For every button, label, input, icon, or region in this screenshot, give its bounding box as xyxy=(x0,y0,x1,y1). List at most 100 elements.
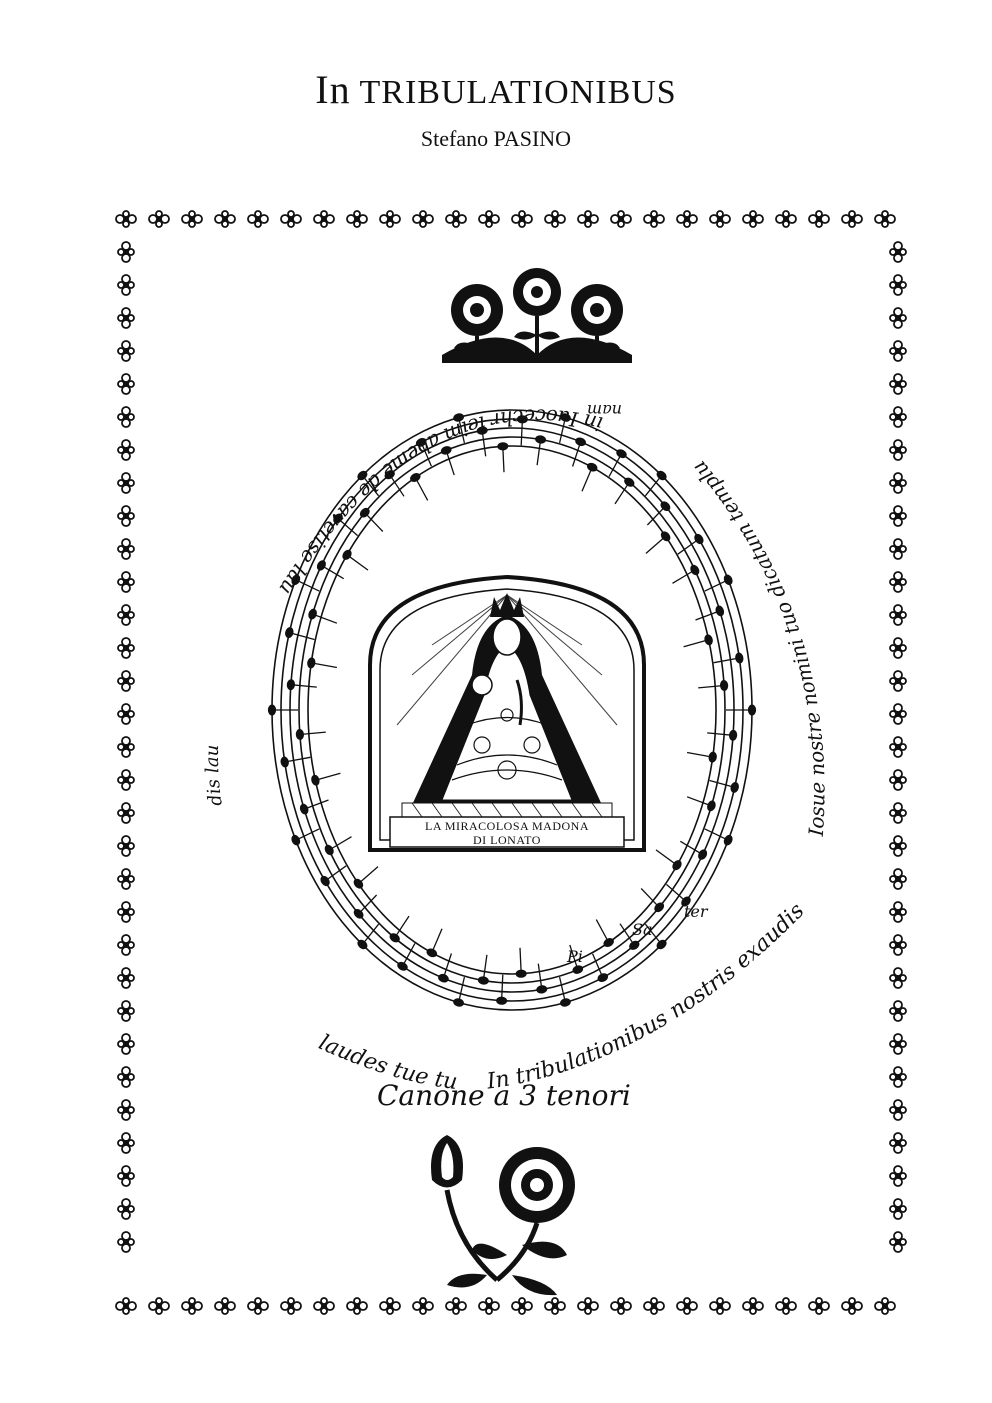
note-stem xyxy=(519,947,522,974)
composer-name: Stefano PASINO xyxy=(420,126,572,151)
fleuron-icon xyxy=(511,210,533,228)
note-stem xyxy=(645,535,667,554)
note-stem xyxy=(457,417,466,444)
fleuron-icon xyxy=(117,604,135,626)
fleuron-icon xyxy=(577,1297,599,1315)
note-stem xyxy=(337,518,359,537)
syllable-sa: Sa xyxy=(632,920,653,939)
fleuron-icon xyxy=(280,1297,302,1315)
fleuron-icon xyxy=(247,1297,269,1315)
fleuron-icon xyxy=(117,802,135,824)
fleuron-icon xyxy=(808,1297,830,1315)
fleuron-icon xyxy=(117,571,135,593)
fleuron-icon xyxy=(117,637,135,659)
note-stem xyxy=(364,512,384,532)
fleuron-icon xyxy=(889,1165,907,1187)
fleuron-icon xyxy=(889,1132,907,1154)
note-stem xyxy=(312,613,338,624)
note-stem xyxy=(295,828,320,841)
fleuron-icon xyxy=(313,210,335,228)
fleuron-icon xyxy=(874,1297,896,1315)
fleuron-icon xyxy=(742,210,764,228)
note-stem xyxy=(500,974,504,1001)
note-stem xyxy=(328,836,352,851)
canon-label: Canone a 3 tenori xyxy=(377,1079,631,1112)
syllable-ter: ter xyxy=(684,902,709,921)
fleuron-icon xyxy=(889,1198,907,1220)
note-stem xyxy=(442,953,453,979)
fleuron-icon xyxy=(889,934,907,956)
note-stem xyxy=(614,481,630,505)
medallion-caption-line1: La Miracolosa Madona xyxy=(425,819,589,833)
note-stem xyxy=(571,441,582,467)
fleuron-icon xyxy=(117,703,135,725)
fleuron-icon xyxy=(117,307,135,329)
fleuron-icon xyxy=(181,210,203,228)
note-stem xyxy=(537,963,543,990)
fleuron-icon xyxy=(117,835,135,857)
fleuron-icon xyxy=(117,1000,135,1022)
fleuron-icon xyxy=(214,210,236,228)
fleuron-icon xyxy=(346,210,368,228)
note-stem xyxy=(536,439,542,466)
note-stem xyxy=(315,772,341,781)
engraving-plate: La Miracolosa Madona di Lonato In tribul… xyxy=(112,205,912,1320)
note-stem xyxy=(683,639,709,648)
note-stem xyxy=(311,662,338,669)
fleuron-icon xyxy=(676,210,698,228)
note-stem xyxy=(665,883,687,902)
fleuron-icon xyxy=(643,1297,665,1315)
note-stem xyxy=(644,475,663,497)
note-stem xyxy=(569,944,579,970)
note-stem xyxy=(644,923,663,945)
three-roses-icon xyxy=(442,268,632,363)
note-stem xyxy=(677,538,700,555)
fleuron-icon xyxy=(117,274,135,296)
fleuron-icon xyxy=(117,967,135,989)
fleuron-icon xyxy=(889,439,907,461)
fleuron-icon xyxy=(117,373,135,395)
fleuron-icon xyxy=(643,210,665,228)
page-title-initial: In xyxy=(315,67,351,112)
note-stem xyxy=(321,564,345,580)
ornamental-border xyxy=(115,210,907,1315)
music-note xyxy=(559,998,571,1007)
staff-line xyxy=(298,436,726,984)
note-stem xyxy=(361,475,380,497)
fleuron-icon xyxy=(379,210,401,228)
fleuron-icon xyxy=(889,406,907,428)
fleuron-icon xyxy=(117,934,135,956)
note-stem xyxy=(346,554,369,571)
note-stem xyxy=(284,756,311,763)
page-title: In tribulationibus xyxy=(0,66,992,113)
fleuron-icon xyxy=(181,1297,203,1315)
note-stem xyxy=(640,888,660,908)
note-stem xyxy=(414,477,429,501)
fleuron-icon xyxy=(544,210,566,228)
note-stem xyxy=(520,419,524,446)
note-stem xyxy=(698,684,725,689)
fleuron-icon xyxy=(115,1297,137,1315)
note-stem xyxy=(303,799,329,810)
page-title-rest: tribulationibus xyxy=(359,74,677,111)
fleuron-icon xyxy=(117,439,135,461)
music-note xyxy=(575,437,586,447)
fleuron-icon xyxy=(889,307,907,329)
fleuron-icon xyxy=(841,1297,863,1315)
fleuron-icon xyxy=(889,637,907,659)
fleuron-icon xyxy=(889,769,907,791)
note-stem xyxy=(581,466,593,492)
fleuron-icon xyxy=(889,736,907,758)
music-note xyxy=(308,608,317,620)
note-stem xyxy=(299,731,326,736)
fleuron-icon xyxy=(117,736,135,758)
note-stem xyxy=(672,569,696,584)
fleuron-icon xyxy=(889,703,907,725)
note-stem xyxy=(686,796,712,807)
fleuron-icon xyxy=(874,210,896,228)
note-stem xyxy=(619,923,635,946)
circular-music-staff xyxy=(267,409,757,1011)
fleuron-icon xyxy=(313,1297,335,1315)
note-stem xyxy=(394,915,410,939)
fleuron-icon xyxy=(610,210,632,228)
